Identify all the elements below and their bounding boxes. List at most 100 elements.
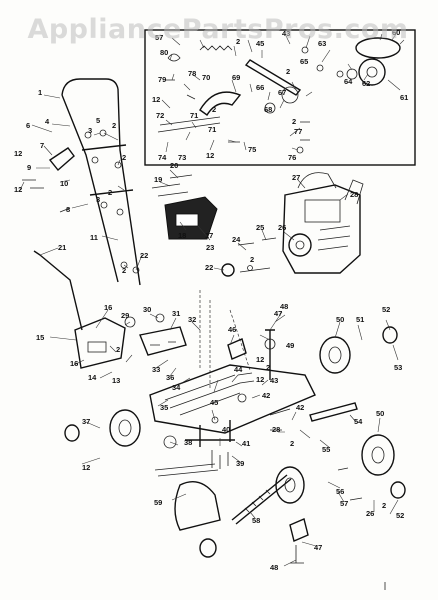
callout-16: 16 — [70, 359, 78, 368]
callout-33: 33 — [152, 365, 160, 374]
callout-42: 42 — [262, 391, 270, 400]
callout-13: 13 — [112, 376, 120, 385]
callout-61: 61 — [400, 93, 408, 102]
callout-46: 46 — [228, 325, 236, 334]
callout-14: 14 — [88, 373, 97, 382]
control-cable — [33, 250, 83, 331]
callout-3: 3 — [88, 126, 92, 135]
callout-26: 26 — [278, 223, 286, 232]
callout-36: 36 — [166, 373, 174, 382]
callout-76: 76 — [288, 153, 296, 162]
callout-2: 2 — [108, 188, 112, 197]
callout-67: 67 — [278, 88, 286, 97]
blade-shaft — [231, 474, 292, 525]
callout-38: 38 — [184, 438, 192, 447]
callout-10: 10 — [60, 179, 68, 188]
hub-cap — [382, 326, 398, 344]
callout-2: 2 — [382, 501, 386, 510]
callout-68: 68 — [264, 105, 272, 114]
callout-19: 19 — [154, 175, 162, 184]
handle-right-tube — [117, 88, 141, 286]
callout-2: 2 — [250, 255, 254, 264]
callout-39: 39 — [236, 459, 244, 468]
callout-71: 71 — [208, 125, 216, 134]
callout-59: 59 — [154, 498, 162, 507]
callout-6: 6 — [26, 121, 30, 130]
blade-bracket — [139, 326, 187, 356]
callout-79: 79 — [158, 75, 166, 84]
wheel-front-left — [109, 409, 141, 447]
callout-22: 22 — [140, 251, 148, 260]
callout-30: 30 — [143, 305, 151, 314]
callout-2: 2 — [112, 121, 116, 130]
callout-62: 62 — [362, 79, 370, 88]
callout-65: 65 — [300, 57, 308, 66]
clamp-bracket — [289, 518, 309, 542]
callout-74: 74 — [158, 153, 167, 162]
tension-lever — [227, 338, 247, 360]
handle-left-tube — [61, 94, 119, 283]
handle-grip — [61, 78, 119, 96]
blade-guard — [174, 481, 221, 531]
handle-crossbar — [81, 144, 134, 196]
callout-28: 28 — [272, 425, 280, 434]
inset-belt-guard — [199, 91, 242, 117]
hub-cap — [390, 481, 406, 499]
callout-12: 12 — [14, 149, 22, 158]
callout-4: 4 — [45, 117, 50, 126]
hub-cap — [64, 424, 80, 442]
callout-21: 21 — [58, 243, 66, 252]
inset-pulley — [358, 58, 386, 86]
callout-26: 26 — [366, 509, 374, 518]
callout-2: 2 — [122, 153, 126, 162]
callout-50: 50 — [336, 315, 344, 324]
callout-54: 54 — [354, 417, 363, 426]
callout-75: 75 — [248, 145, 256, 154]
callout-48: 48 — [280, 302, 288, 311]
callout-2: 2 — [116, 345, 120, 354]
callout-18: 18 — [178, 231, 186, 240]
callout-72: 72 — [156, 111, 164, 120]
callout-44: 44 — [234, 365, 243, 374]
control-lever — [48, 147, 75, 172]
callout-12: 12 — [152, 95, 160, 104]
callout-12: 12 — [206, 151, 214, 160]
callout-57: 57 — [155, 33, 163, 42]
callout-25: 25 — [256, 223, 264, 232]
callout-5: 5 — [96, 116, 100, 125]
callout-41: 41 — [242, 439, 250, 448]
callout-12: 12 — [256, 375, 264, 384]
callout-28: 28 — [350, 190, 358, 199]
callout-51: 51 — [356, 315, 364, 324]
callout-12: 12 — [256, 355, 264, 364]
callout-23: 23 — [206, 243, 214, 252]
callout-70: 70 — [202, 73, 210, 82]
callout-37: 37 — [82, 417, 90, 426]
callout-80: 80 — [160, 48, 168, 57]
callout-42: 42 — [296, 403, 304, 412]
callout-66: 66 — [256, 83, 264, 92]
callout-2: 2 — [292, 117, 296, 126]
callout-15: 15 — [36, 333, 44, 342]
callout-78: 78 — [188, 69, 196, 78]
wheel-rear-left — [275, 466, 305, 504]
callout-17: 17 — [205, 231, 213, 240]
inset-idler-arm — [244, 59, 302, 96]
callout-63: 63 — [318, 39, 326, 48]
callout-9: 9 — [27, 163, 31, 172]
callout-16: 16 — [104, 303, 112, 312]
callout-43: 43 — [282, 29, 290, 38]
inset-frame — [144, 29, 416, 166]
callout-12: 12 — [82, 463, 90, 472]
callout-60: 60 — [392, 28, 400, 37]
callout-57: 57 — [340, 499, 348, 508]
engine — [282, 184, 361, 274]
callout-64: 64 — [344, 77, 353, 86]
callout-7: 7 — [40, 141, 44, 150]
callout-45: 45 — [256, 39, 264, 48]
callout-35: 35 — [160, 403, 168, 412]
callout-labels: 1 6 4 7 9 10 12 12 3 5 2 2 8 3 2 11 21 2… — [14, 28, 408, 572]
callout-53: 53 — [394, 363, 402, 372]
